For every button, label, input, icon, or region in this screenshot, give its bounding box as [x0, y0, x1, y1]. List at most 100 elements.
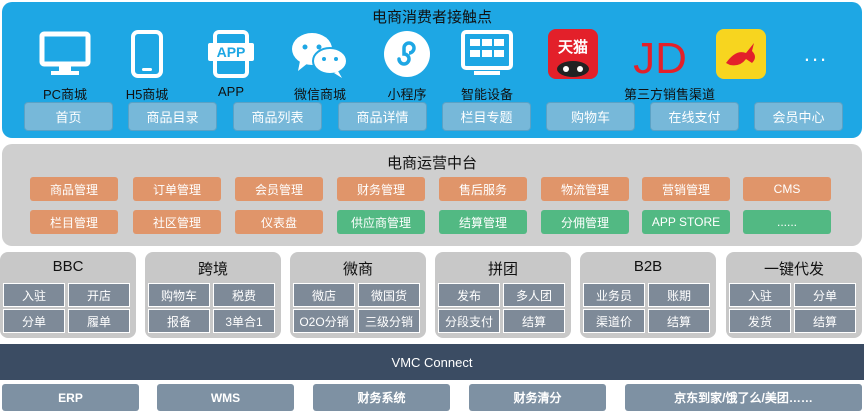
biz-group-buy: 拼团 发布 多人团 分段支付 结算 — [435, 252, 571, 338]
biz-cell[interactable]: 分单 — [3, 309, 65, 333]
biz-bbc: BBC 入驻 开店 分单 履单 — [0, 252, 136, 338]
biz-b2b: B2B 业务员 账期 渠道价 结算 — [580, 252, 716, 338]
third-party-label: 第三方销售渠道 — [624, 87, 716, 102]
module-finance-mgmt[interactable]: 财务管理 — [337, 177, 425, 201]
biz-cell[interactable]: 三级分销 — [358, 309, 420, 333]
biz-title: B2B — [633, 258, 663, 275]
monitor-icon — [15, 28, 115, 80]
biz-cell[interactable]: 微店 — [293, 283, 355, 307]
tab-online-payment[interactable]: 在线支付 — [650, 102, 739, 131]
jd-logo-text: JD — [633, 34, 687, 79]
channel-kangaroo[interactable] — [691, 24, 791, 80]
biz-cell[interactable]: 发货 — [729, 309, 791, 333]
backend-finance-clearing[interactable]: 财务清分 — [469, 384, 606, 411]
module-cms[interactable]: CMS — [743, 177, 831, 201]
backend-wms[interactable]: WMS — [157, 384, 294, 411]
biz-title: 微商 — [342, 261, 373, 278]
smartphone-icon — [97, 28, 197, 80]
biz-cell[interactable]: 开店 — [68, 283, 130, 307]
tab-home[interactable]: 首页 — [24, 102, 113, 131]
touchpoints-title: 电商消费者接触点 — [371, 9, 492, 26]
biz-cell[interactable]: 结算 — [648, 309, 710, 333]
biz-cell[interactable]: 账期 — [648, 283, 710, 307]
tab-catalog[interactable]: 商品目录 — [128, 102, 217, 131]
smart-device-icon — [437, 28, 537, 80]
biz-cell[interactable]: 发布 — [438, 283, 500, 307]
tmall-logo: 天猫 — [523, 28, 623, 80]
module-after-sales[interactable]: 售后服务 — [439, 177, 527, 201]
module-dashboard[interactable]: 仪表盘 — [235, 210, 323, 234]
biz-cell[interactable]: 入驻 — [729, 283, 791, 307]
biz-cell[interactable]: 税费 — [213, 283, 275, 307]
channel-jd[interactable]: JD — [610, 24, 710, 80]
biz-cross-border: 跨境 购物车 税费 报备 3单合1 — [145, 252, 281, 338]
biz-title: 拼团 — [487, 261, 518, 278]
touchpoint-tab-bar: 首页 商品目录 商品列表 商品详情 栏目专题 购物车 在线支付 会员中心 — [24, 102, 864, 132]
biz-cell[interactable]: 多人团 — [503, 283, 565, 307]
module-commission-mgmt[interactable]: 分佣管理 — [541, 210, 629, 234]
channel-tmall[interactable]: 天猫 — [523, 24, 623, 80]
channel-smart-device[interactable]: 智能设备 — [437, 24, 537, 103]
kangaroo-logo — [691, 28, 791, 80]
biz-cell[interactable]: 3单合1 — [213, 309, 275, 333]
more-icon: ... — [766, 28, 864, 80]
module-supplier-mgmt[interactable]: 供应商管理 — [337, 210, 425, 234]
biz-cell[interactable]: O2O分销 — [293, 309, 355, 333]
module-community-mgmt[interactable]: 社区管理 — [133, 210, 221, 234]
module-member-mgmt[interactable]: 会员管理 — [235, 177, 323, 201]
channel-more[interactable]: ... — [766, 24, 864, 80]
module-app-store[interactable]: APP STORE — [642, 210, 730, 234]
channel-app[interactable]: APP APP — [181, 24, 281, 99]
channel-label: APP — [217, 84, 244, 99]
biz-cell[interactable]: 分段支付 — [438, 309, 500, 333]
channel-wechat[interactable]: 微信商城 — [270, 24, 370, 103]
channel-h5[interactable]: H5商城 — [97, 24, 197, 103]
biz-cell[interactable]: 结算 — [794, 309, 856, 333]
wechat-icon — [270, 28, 370, 80]
module-logistics-mgmt[interactable]: 物流管理 — [541, 177, 629, 201]
module-more[interactable]: ...... — [743, 210, 831, 234]
app-icon-text: APP — [217, 44, 246, 60]
tab-product-detail[interactable]: 商品详情 — [338, 102, 427, 131]
biz-cell[interactable]: 渠道价 — [583, 309, 645, 333]
biz-cell[interactable]: 结算 — [503, 309, 565, 333]
app-icon: APP — [181, 28, 281, 80]
channel-label: H5商城 — [125, 87, 169, 102]
biz-cell[interactable]: 报备 — [148, 309, 210, 333]
biz-title: BBC — [52, 258, 84, 275]
channel-pc[interactable]: PC商城 — [15, 24, 115, 103]
biz-cell[interactable]: 微国货 — [358, 283, 420, 307]
biz-title: 跨境 — [197, 261, 228, 278]
biz-cell[interactable]: 履单 — [68, 309, 130, 333]
channel-label: 智能设备 — [460, 87, 513, 102]
channel-label: 小程序 — [387, 87, 427, 102]
backend-finance-system[interactable]: 财务系统 — [313, 384, 450, 411]
biz-cell[interactable]: 购物车 — [148, 283, 210, 307]
tab-column-topics[interactable]: 栏目专题 — [442, 102, 531, 131]
channel-label: 微信商城 — [293, 87, 346, 102]
module-product-mgmt[interactable]: 商品管理 — [30, 177, 118, 201]
module-order-mgmt[interactable]: 订单管理 — [133, 177, 221, 201]
operations-title: 电商运营中台 — [386, 155, 477, 172]
operations-panel: 电商运营中台 商品管理 订单管理 会员管理 财务管理 售后服务 物流管理 营销管… — [2, 144, 862, 246]
backend-delivery-platforms[interactable]: 京东到家/饿了么/美团…… — [625, 384, 862, 411]
channel-miniprogram[interactable]: 小程序 — [357, 24, 457, 103]
tab-product-list[interactable]: 商品列表 — [233, 102, 322, 131]
channel-label: PC商城 — [42, 87, 88, 102]
biz-cell[interactable]: 业务员 — [583, 283, 645, 307]
module-marketing-mgmt[interactable]: 营销管理 — [642, 177, 730, 201]
tab-cart[interactable]: 购物车 — [546, 102, 635, 131]
more-icon-text: ... — [803, 41, 829, 66]
biz-cell[interactable]: 分单 — [794, 283, 856, 307]
touchpoints-panel: 电商消费者接触点 PC商城 H5商城 APP APP 微信商城 小程序 — [2, 2, 862, 138]
module-settlement-mgmt[interactable]: 结算管理 — [439, 210, 527, 234]
biz-wechat-business: 微商 微店 微国货 O2O分销 三级分销 — [290, 252, 426, 338]
tmall-logo-text: 天猫 — [558, 38, 588, 56]
backend-erp[interactable]: ERP — [2, 384, 139, 411]
module-column-mgmt[interactable]: 栏目管理 — [30, 210, 118, 234]
tab-member-center[interactable]: 会员中心 — [754, 102, 843, 131]
biz-dropship: 一键代发 入驻 分单 发货 结算 — [726, 252, 862, 338]
vmc-connect-bar: VMC Connect — [0, 344, 864, 380]
biz-cell[interactable]: 入驻 — [3, 283, 65, 307]
miniprogram-icon — [357, 28, 457, 80]
